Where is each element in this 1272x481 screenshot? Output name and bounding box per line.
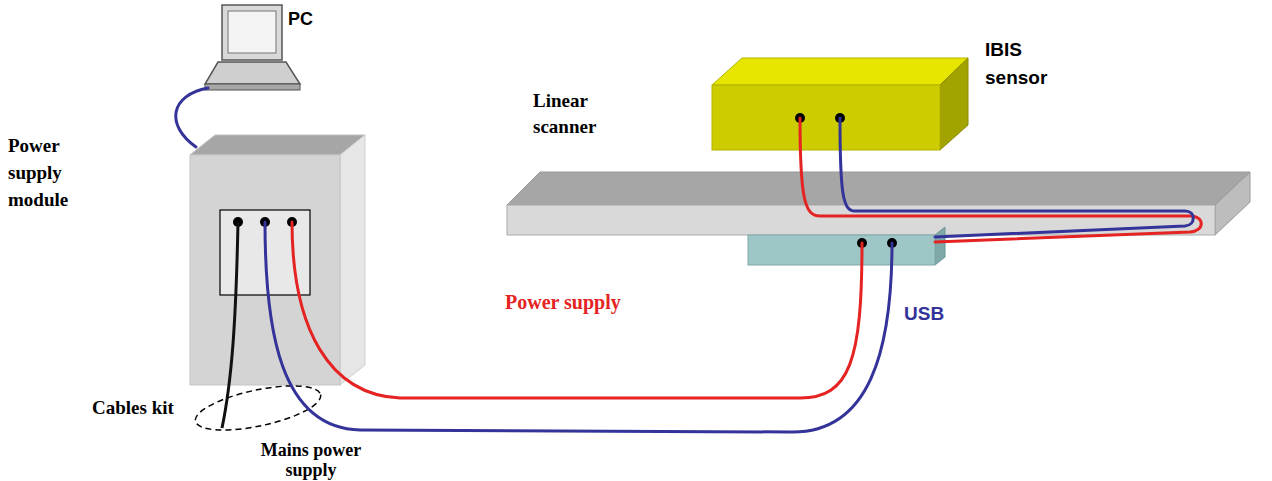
label-anchor: Linear scanner bbox=[533, 88, 621, 140]
part-label: Cables kit bbox=[92, 396, 174, 420]
linear-scanner: Linear scanner bbox=[505, 172, 1250, 267]
cable-label: Power supply bbox=[505, 290, 621, 314]
label-anchor: Cables kit bbox=[92, 396, 174, 420]
cable bbox=[265, 222, 892, 432]
node-label: Power supply module bbox=[8, 132, 90, 213]
label-anchor: USB bbox=[904, 302, 944, 326]
node-label: IBIS sensor bbox=[985, 36, 1065, 92]
pc-laptop: PC bbox=[200, 0, 305, 100]
label-anchor: IBIS sensor bbox=[985, 36, 1065, 92]
cable bbox=[800, 118, 1201, 242]
cable bbox=[176, 88, 208, 147]
label-anchor: Power supply module bbox=[8, 132, 90, 213]
cable-label: USB bbox=[904, 302, 944, 326]
power-supply-module-shape bbox=[190, 135, 365, 385]
cable bbox=[292, 222, 862, 398]
power-supply-module: Power supply module bbox=[190, 135, 365, 385]
ibis-sensor: IBIS sensor bbox=[712, 58, 968, 150]
part-label: Mains power supply bbox=[247, 440, 375, 480]
cables-kit-bracket bbox=[192, 377, 325, 439]
label-anchor: Mains power supply bbox=[247, 440, 375, 480]
node-label: Linear scanner bbox=[533, 88, 621, 140]
cable bbox=[840, 118, 1193, 237]
ibis-sensor-shape bbox=[712, 58, 968, 150]
label-anchor: PC bbox=[288, 8, 313, 30]
node-label: PC bbox=[288, 8, 313, 30]
linear-scanner-shape bbox=[505, 172, 1250, 267]
label-anchor: Power supply bbox=[505, 290, 621, 314]
mains-cable bbox=[222, 222, 238, 428]
